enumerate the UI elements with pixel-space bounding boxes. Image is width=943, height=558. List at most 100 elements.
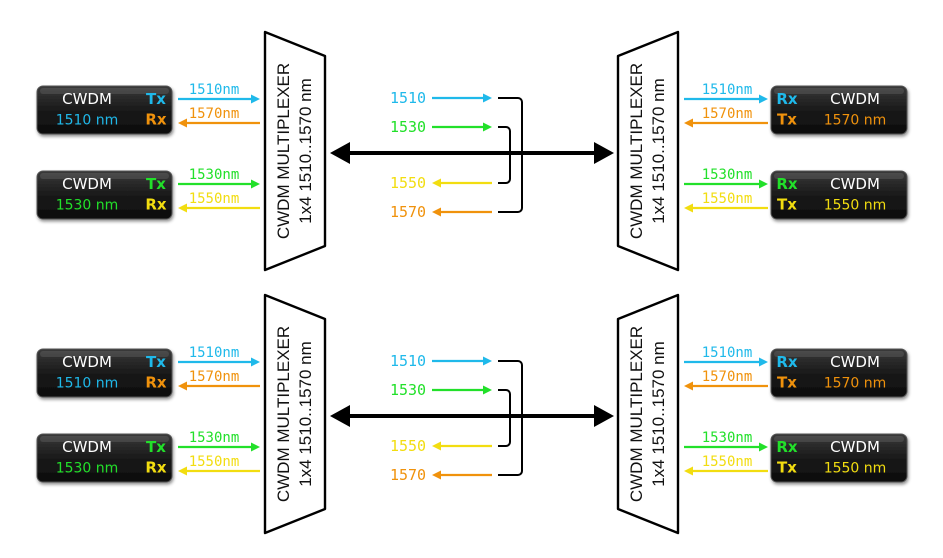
left-sfp-body <box>36 85 173 135</box>
wavelength-label: 1510nm <box>189 82 240 98</box>
legend-arrow <box>432 122 492 132</box>
legend-bracket-outer <box>498 360 523 476</box>
legend-arrow <box>432 356 492 366</box>
legend-arrow <box>432 441 492 451</box>
left-sfp-wavelength: 1530 nm <box>56 460 119 476</box>
right-sfp-title: CWDM <box>830 90 880 108</box>
legend-arrow-head <box>483 385 492 395</box>
left-sfp-title: CWDM <box>62 175 112 193</box>
right-sfp-port-b: Tx <box>777 110 797 128</box>
left-multiplexer-label: CWDM MULTIPLEXER <box>274 326 293 502</box>
legend-bracket-inner <box>498 126 511 184</box>
right-sfp-port-b: Tx <box>777 195 797 213</box>
rx-arrow <box>684 179 768 189</box>
wavelength-label: 1570nm <box>702 369 753 385</box>
left-sfp-port-b: Rx <box>145 195 167 213</box>
left-sfp-title: CWDM <box>62 438 112 456</box>
legend-arrow-head <box>432 207 441 217</box>
right-multiplexer-shape <box>616 293 680 535</box>
tx-arrow-head <box>684 381 693 391</box>
left-sfp-port-a: Tx <box>146 353 166 371</box>
tx-arrow-head <box>251 179 260 189</box>
right-sfp-port-a: Rx <box>776 353 798 371</box>
wavelength-label: 1570nm <box>189 106 240 122</box>
tx-arrow <box>178 442 260 452</box>
right-sfp-highlight <box>774 436 904 442</box>
right-sfp-wavelength: 1570 nm <box>824 375 887 391</box>
left-sfp-port-b: Rx <box>145 373 167 391</box>
right-multiplexer-sublabel: 1x4 1510..1570 nm <box>649 78 668 224</box>
wavelength-label: 1530nm <box>702 167 753 183</box>
left-multiplexer-sublabel: 1x4 1510..1570 nm <box>296 341 315 487</box>
left-sfp-port-b: Rx <box>145 458 167 476</box>
left-sfp-port-b: Rx <box>145 110 167 128</box>
rx-arrow <box>178 118 260 128</box>
left-sfp-wavelength: 1510 nm <box>56 112 119 128</box>
left-sfp-wavelength: 1530 nm <box>56 197 119 213</box>
rx-arrow-head <box>759 442 768 452</box>
right-sfp-body <box>770 348 908 398</box>
legend-arrow <box>432 93 492 103</box>
tx-arrow-head <box>251 357 260 367</box>
tx-arrow-head <box>684 203 693 213</box>
legend-arrow <box>432 207 492 217</box>
left-sfp-highlight <box>40 436 169 442</box>
legend-brackets <box>498 360 523 476</box>
legend-bracket-outer <box>498 97 523 213</box>
fiber-link-head-right <box>594 405 614 427</box>
wavelength-label: 1510nm <box>189 345 240 361</box>
wavelength-label: 1550nm <box>189 191 240 207</box>
wavelength-label: 1550nm <box>189 454 240 470</box>
legend-arrow-head <box>483 122 492 132</box>
legend-label: 1550 <box>390 437 426 455</box>
right-sfp-title: CWDM <box>830 175 880 193</box>
legend-arrow-head <box>432 470 441 480</box>
right-multiplexer-label: CWDM MULTIPLEXER <box>627 63 646 239</box>
right-sfp-body <box>770 170 908 220</box>
wavelength-label: 1570nm <box>702 106 753 122</box>
left-multiplexer-label: CWDM MULTIPLEXER <box>274 63 293 239</box>
left-sfp-port-a: Tx <box>146 90 166 108</box>
tx-arrow <box>684 203 768 213</box>
rx-arrow-head <box>178 466 187 476</box>
legend-label: 1570 <box>390 203 426 221</box>
right-sfp-highlight <box>774 351 904 357</box>
rx-arrow <box>684 442 768 452</box>
tx-arrow-head <box>251 442 260 452</box>
wavelength-label: 1550nm <box>702 454 753 470</box>
rx-arrow <box>178 466 260 476</box>
legend-label: 1510 <box>390 89 426 107</box>
wavelength-label: 1530nm <box>189 430 240 446</box>
left-sfp-highlight <box>40 173 169 179</box>
fiber-link-head-right <box>594 142 614 164</box>
left-sfp-title: CWDM <box>62 90 112 108</box>
rx-arrow <box>178 203 260 213</box>
legend-arrow-head <box>483 356 492 366</box>
wavelength-label: 1510nm <box>702 345 753 361</box>
right-sfp-wavelength: 1550 nm <box>824 197 887 213</box>
tx-arrow <box>684 466 768 476</box>
fiber-link <box>330 405 614 427</box>
right-multiplexer-sublabel: 1x4 1510..1570 nm <box>649 341 668 487</box>
fiber-link-head-left <box>330 405 350 427</box>
rx-arrow <box>684 357 768 367</box>
wavelength-label: 1510nm <box>702 82 753 98</box>
left-sfp-port-a: Tx <box>146 175 166 193</box>
right-multiplexer-label: CWDM MULTIPLEXER <box>627 326 646 502</box>
wavelength-label: 1530nm <box>702 430 753 446</box>
legend-bracket-inner <box>498 389 511 447</box>
left-sfp-port-a: Tx <box>146 438 166 456</box>
left-sfp-body <box>36 348 173 398</box>
tx-arrow <box>178 94 260 104</box>
right-sfp-title: CWDM <box>830 353 880 371</box>
